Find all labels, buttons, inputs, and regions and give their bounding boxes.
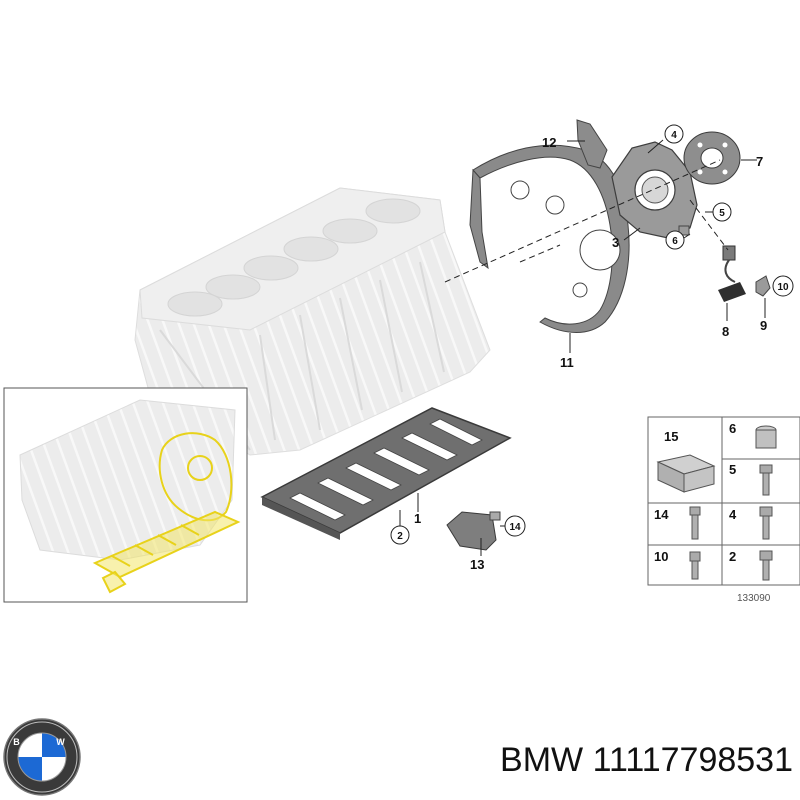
mounting-bracket xyxy=(446,511,501,551)
oil-pan-baffle xyxy=(260,407,512,540)
bracket-part xyxy=(576,119,608,169)
legend-numbers: 15 6 5 14 4 10 2 xyxy=(654,421,737,564)
assembly-lines xyxy=(444,159,729,283)
crankshaft-sensor xyxy=(718,245,746,302)
callout-1: 1 xyxy=(414,511,421,526)
inset-engine xyxy=(19,399,236,561)
callout-10: 10 xyxy=(777,282,789,293)
bmw-logo: B M W xyxy=(3,718,81,796)
leader-lines xyxy=(399,139,766,556)
legend-6: 6 xyxy=(729,421,736,436)
callout-6: 6 xyxy=(672,236,678,247)
callout-9: 9 xyxy=(760,318,767,333)
parts-legend-table xyxy=(647,416,800,586)
callout-7: 7 xyxy=(756,154,763,169)
callout-3: 3 xyxy=(612,235,619,250)
logo-lettering: B M W xyxy=(13,737,71,747)
callout-2: 2 xyxy=(397,531,403,542)
legend-10: 10 xyxy=(654,549,668,564)
callout-circle-5 xyxy=(712,202,732,222)
inset-highlighted-parts xyxy=(92,432,241,594)
reluctor-wheel xyxy=(683,131,741,185)
callout-5: 5 xyxy=(719,208,725,219)
callout-circle-2 xyxy=(390,525,410,545)
legend-14: 14 xyxy=(654,507,669,522)
callout-13: 13 xyxy=(470,557,484,572)
legend-5: 5 xyxy=(729,462,736,477)
callout-4: 4 xyxy=(671,130,677,141)
drawing-number: 133090 xyxy=(737,593,771,604)
legend-2: 2 xyxy=(729,549,736,564)
part-caption: BMW 11117798531 xyxy=(408,738,793,782)
caption-part-number: 11117798531 xyxy=(592,741,793,779)
callout-circle-10 xyxy=(772,275,794,297)
caption-brand: BMW xyxy=(500,741,584,779)
inset-overview xyxy=(3,387,248,603)
callout-8: 8 xyxy=(722,324,729,339)
legend-15: 15 xyxy=(664,429,678,444)
bolt-part xyxy=(678,225,690,236)
sensor-clip xyxy=(755,275,771,297)
legend-parts xyxy=(656,425,777,581)
callouts: 12 7 3 8 9 11 1 13 xyxy=(414,135,767,572)
circled-callouts: 4 5 6 10 2 14 xyxy=(390,124,794,545)
callout-circle-4 xyxy=(664,124,684,144)
callout-circle-14 xyxy=(504,515,526,537)
callout-14: 14 xyxy=(509,522,521,533)
seal-carrier xyxy=(611,141,698,239)
callout-12: 12 xyxy=(542,135,556,150)
callout-11: 11 xyxy=(560,355,574,370)
callout-circle-6 xyxy=(665,230,685,250)
seal-carrier-gasket xyxy=(469,144,630,333)
legend-4: 4 xyxy=(729,507,737,522)
